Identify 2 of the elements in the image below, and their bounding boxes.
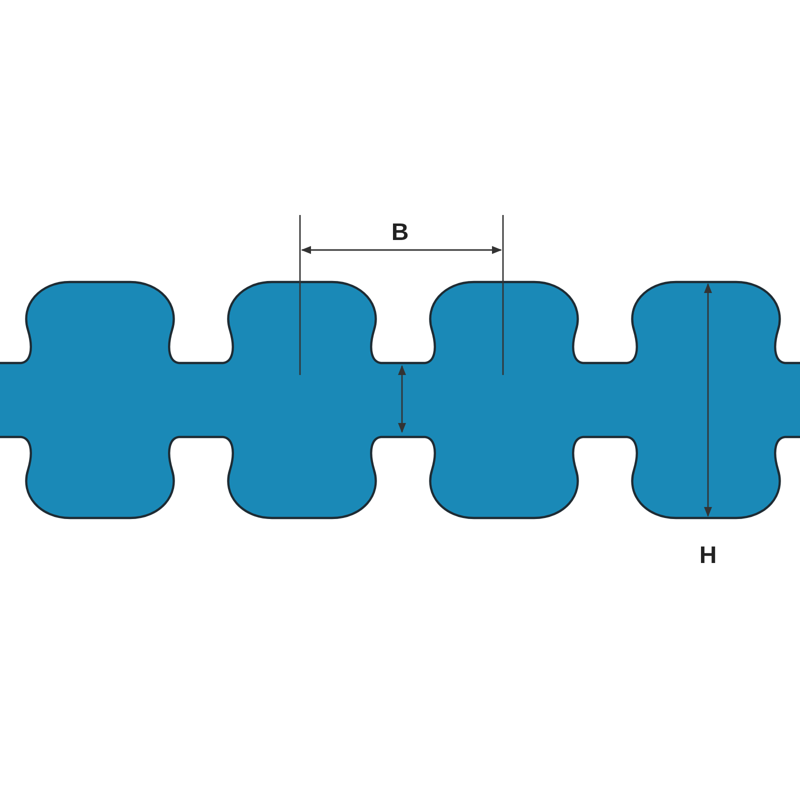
dimension-label: H: [699, 544, 717, 568]
dimension-label: B: [391, 221, 409, 245]
